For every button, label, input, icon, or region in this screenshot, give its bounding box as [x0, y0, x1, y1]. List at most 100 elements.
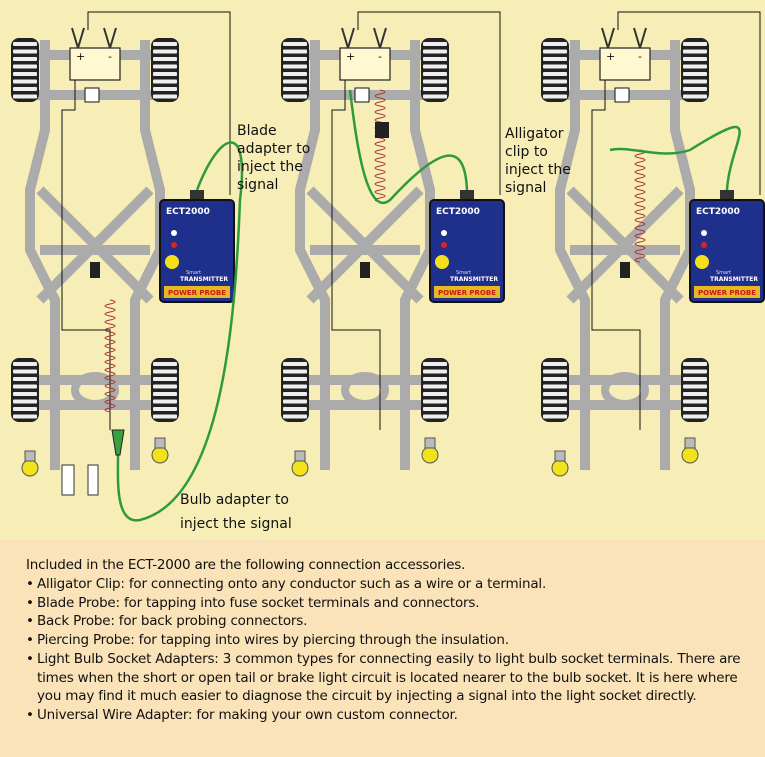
- bulb-base: [554, 450, 566, 462]
- battery-icon: [69, 47, 121, 81]
- wheel: [281, 38, 309, 102]
- label-line: Blade: [237, 123, 277, 139]
- tread: [683, 42, 707, 46]
- logo-band: [434, 286, 500, 298]
- tread: [683, 49, 707, 54]
- tread: [153, 87, 177, 91]
- tread: [283, 369, 307, 374]
- tire: [11, 358, 39, 422]
- tread: [423, 94, 447, 99]
- list-item: Universal Wire Adapter: for making your …: [26, 706, 746, 725]
- device-subtitle: Smart: [716, 270, 731, 276]
- bulb-glass: [151, 446, 169, 464]
- alligator-clip-label: Alligator clip to inject the signal: [505, 125, 571, 197]
- tread: [543, 362, 567, 366]
- device-button: [165, 255, 179, 269]
- tire: [11, 38, 39, 102]
- tread: [543, 87, 567, 91]
- tread: [13, 79, 37, 84]
- signal-wire: [348, 89, 469, 204]
- wheel: [681, 38, 709, 102]
- tread: [543, 377, 567, 381]
- connector-icon: [360, 262, 370, 278]
- logo-band: [164, 286, 230, 298]
- tread: [543, 414, 567, 419]
- bulb-base: [684, 437, 696, 449]
- label-line: Alligator: [505, 126, 564, 142]
- tread: [13, 384, 37, 389]
- tread: [13, 414, 37, 419]
- list-item: Back Probe: for back probing connectors.: [26, 612, 746, 631]
- battery-icon: [339, 47, 391, 81]
- bulb-glass: [551, 459, 569, 477]
- tread: [423, 64, 447, 69]
- battery-minus: -: [108, 50, 112, 63]
- tread: [423, 392, 447, 396]
- tread: [683, 384, 707, 389]
- tread: [283, 57, 307, 61]
- tread: [683, 392, 707, 396]
- tread: [423, 87, 447, 91]
- tread: [13, 362, 37, 366]
- tread: [543, 94, 567, 99]
- list-item: Blade Probe: for tapping into fuse socke…: [26, 594, 746, 613]
- battery-clamps: [341, 27, 387, 49]
- bulb-glass: [421, 446, 439, 464]
- tire: [151, 358, 179, 422]
- wheel: [681, 358, 709, 422]
- bulb-icon: [681, 437, 699, 464]
- differential: [341, 372, 389, 408]
- tread: [283, 362, 307, 366]
- led-red: [171, 242, 177, 248]
- battery-clamps: [601, 27, 647, 49]
- device-button: [435, 255, 449, 269]
- battery-minus: -: [638, 50, 642, 63]
- tread: [283, 79, 307, 84]
- device-button: [695, 255, 709, 269]
- tread: [13, 392, 37, 396]
- power-probe-logo: POWER PROBE: [168, 289, 226, 297]
- tread: [683, 57, 707, 61]
- bulb-icon: [291, 450, 309, 477]
- tread: [683, 369, 707, 374]
- tread: [153, 399, 177, 404]
- tread: [683, 362, 707, 366]
- tread: [283, 49, 307, 54]
- blade-adapter-label: Blade adapter to inject the signal: [237, 122, 310, 194]
- fuse-icon: [84, 87, 100, 103]
- tread: [283, 414, 307, 419]
- tread: [13, 369, 37, 374]
- led-white: [171, 230, 177, 236]
- tread: [283, 42, 307, 46]
- tread: [153, 94, 177, 99]
- tread: [543, 57, 567, 61]
- accessories-text-panel: Included in the ECT-2000 are the followi…: [0, 540, 765, 757]
- tread: [683, 64, 707, 69]
- label-line: clip to: [505, 144, 548, 160]
- tread: [13, 72, 37, 76]
- tread: [13, 49, 37, 54]
- label-line: inject the signal: [180, 516, 292, 532]
- bulb-adapter-icon: [111, 429, 125, 456]
- power-probe-logo: POWER PROBE: [698, 289, 756, 297]
- circuit-wire: [591, 80, 641, 430]
- bulb-glass: [291, 459, 309, 477]
- logo-band: [694, 286, 760, 298]
- bulb-base: [294, 450, 306, 462]
- tread: [13, 57, 37, 61]
- battery-plus: +: [346, 50, 355, 63]
- tread: [423, 399, 447, 404]
- connector-icon: [620, 262, 630, 278]
- tread: [423, 57, 447, 61]
- ground-wire: [617, 11, 761, 195]
- wheel: [151, 358, 179, 422]
- led-red: [701, 242, 707, 248]
- tread: [683, 87, 707, 91]
- tire: [541, 38, 569, 102]
- tire: [421, 358, 449, 422]
